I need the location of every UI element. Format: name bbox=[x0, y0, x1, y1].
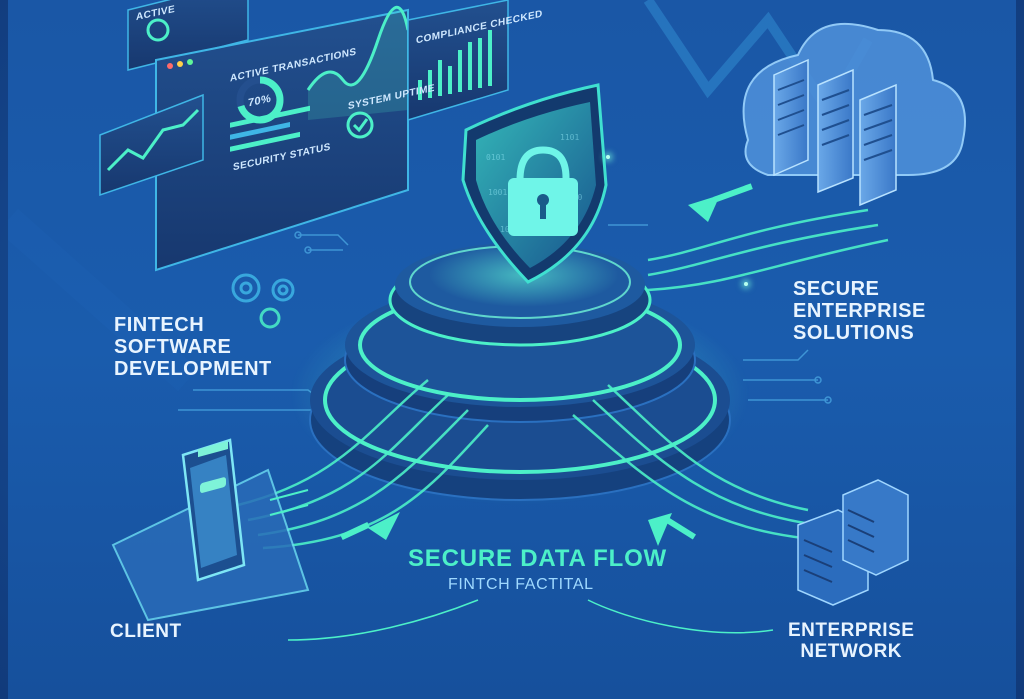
sparkle bbox=[744, 282, 748, 286]
sparkle bbox=[606, 155, 610, 159]
secure-enterprise-label-text: SECURE ENTERPRISE SOLUTIONS bbox=[793, 278, 926, 344]
fintech-label: FINTECH SOFTWARE DEVELOPMENT bbox=[114, 314, 272, 380]
server-rack-icon bbox=[797, 479, 909, 606]
svg-text:0101: 0101 bbox=[486, 153, 505, 162]
flow-arrows bbox=[340, 183, 753, 546]
data-flow-lines bbox=[237, 208, 889, 550]
smartphone-icon bbox=[111, 438, 310, 622]
cloud-server-icon bbox=[742, 22, 966, 207]
enterprise-network-label-text: ENTERPRISE NETWORK bbox=[788, 620, 915, 662]
enterprise-network-label: ENTERPRISE NETWORK bbox=[788, 620, 915, 663]
thin-arrows bbox=[287, 599, 774, 641]
fintech-label-text: FINTECH SOFTWARE DEVELOPMENT bbox=[114, 314, 272, 380]
secure-data-flow-subtitle: FINTCH FACTITAL bbox=[448, 576, 594, 593]
dashboard-panels bbox=[99, 0, 509, 272]
client-label: CLIENT bbox=[110, 621, 182, 642]
secure-enterprise-label: SECURE ENTERPRISE SOLUTIONS bbox=[793, 278, 926, 344]
svg-text:1001: 1001 bbox=[488, 188, 507, 197]
gear-icon bbox=[231, 273, 295, 329]
secure-data-flow-title: SECURE DATA FLOW bbox=[408, 545, 667, 572]
svg-text:1101: 1101 bbox=[560, 133, 579, 142]
